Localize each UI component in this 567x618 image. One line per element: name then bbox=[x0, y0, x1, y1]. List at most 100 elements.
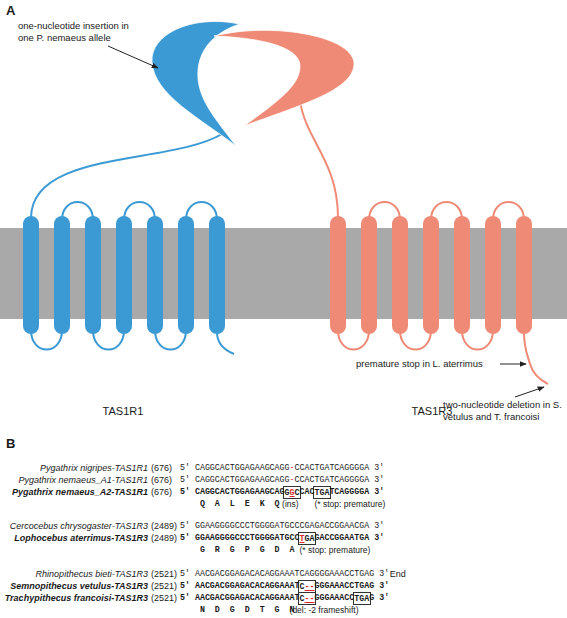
sequence-segment: GACCGGAATGA 3' bbox=[314, 532, 384, 544]
c-terminal-tail bbox=[524, 332, 548, 384]
sequence-position: (2521) bbox=[151, 568, 177, 580]
sequence-segment: 5' AACGACGGAGACACAGGAAATCAGGGGAAACCTGAG … bbox=[180, 568, 389, 580]
codon-text: TGA bbox=[354, 594, 369, 603]
sequence-segment: 5' CAGGCACTGGAGAAGCAGG bbox=[180, 462, 290, 474]
mutated-base: -- bbox=[305, 582, 315, 591]
annotation-note: (del: -2 frameshift) bbox=[290, 604, 359, 616]
amino-acid-sequence: G R G P G D A bbox=[200, 544, 295, 556]
mutated-base: G bbox=[290, 488, 295, 497]
callout-arrow bbox=[500, 364, 526, 365]
sequence-position: (2521) bbox=[151, 580, 177, 592]
callout-text: two-nucleotide deletion in S. vetulus an… bbox=[443, 399, 567, 423]
species-name: Pygathrix nigripes-TAS1R1 bbox=[40, 462, 148, 474]
annotation-note: (* stop: premature) bbox=[300, 544, 371, 556]
intracellular-loop bbox=[338, 330, 369, 350]
sequence-segment: TCAGGGGA 3' bbox=[329, 486, 384, 498]
species-name: Pygathrix nemaeus_A2-TAS1R1 bbox=[12, 486, 148, 498]
sequence-segment: GGGAAACC bbox=[314, 592, 354, 604]
intracellular-loop bbox=[155, 330, 186, 350]
sequence-position: (676) bbox=[151, 462, 172, 474]
extracellular-loop bbox=[431, 202, 462, 220]
species-name: Pygathrix nemaeus_A1-TAS1R1 bbox=[19, 474, 148, 486]
sequence-segment: CCACTGATCAGGGGA 3' bbox=[295, 462, 385, 474]
extracellular-loop bbox=[186, 202, 217, 220]
panel-letter: B bbox=[6, 438, 15, 450]
extracellular-loop bbox=[124, 202, 155, 220]
callout-text: premature stop in L. aterrimus bbox=[356, 358, 483, 370]
sequence-segment: 5' CAGGCACTGGAGAAGCAGG bbox=[180, 474, 290, 486]
receptor-outline bbox=[3, 14, 243, 420]
extracellular-loop bbox=[369, 202, 400, 220]
receptor-shape bbox=[23, 21, 240, 354]
species-name: Lophocebus aterrimus-TAS1R3 bbox=[14, 532, 148, 544]
codon-text: G bbox=[285, 488, 290, 497]
codon-box: C-- bbox=[298, 592, 316, 605]
sequence-segment: 5' GGAAGGGGCCCTGGGGATGCC bbox=[180, 532, 300, 544]
sequence-segment: GGGAAACCTGAG 3' bbox=[314, 580, 389, 592]
transmembrane-helix bbox=[147, 216, 163, 334]
sequence-segment: - bbox=[290, 474, 295, 486]
codon-text: TGA bbox=[314, 488, 329, 497]
species-name: Cercocebus chrysogaster-TAS1R3 bbox=[10, 520, 148, 532]
extracellular-loop bbox=[493, 202, 524, 220]
sequence-segment: CCACTGATCAGGGGA 3' bbox=[295, 474, 385, 486]
codon-text: C bbox=[300, 582, 305, 591]
panel-letter: A bbox=[6, 5, 15, 17]
intracellular-loop bbox=[93, 330, 124, 350]
codon-box: TGA bbox=[353, 592, 371, 605]
transmembrane-helix bbox=[485, 216, 501, 334]
transmembrane-helix bbox=[23, 216, 39, 334]
transmembrane-helix bbox=[54, 216, 70, 334]
species-name: Rhinopithecus bieti-TAS1R3 bbox=[36, 568, 148, 580]
receptor-shape bbox=[214, 30, 548, 384]
codon-text: C bbox=[300, 594, 305, 603]
callout-arrow bbox=[515, 387, 544, 397]
callout-text: one-nucleotide insertion in one P. nemae… bbox=[18, 20, 138, 44]
codon-text: GA bbox=[305, 534, 315, 543]
n-terminus bbox=[300, 100, 338, 218]
transmembrane-helix bbox=[392, 216, 408, 334]
sequence-segment: 5' AACGACGGAGACACAGGAAAT bbox=[180, 580, 300, 592]
species-name: Semnopithecus vetulus-TAS1R3 bbox=[10, 580, 148, 592]
sequence-position: (2489) bbox=[151, 532, 177, 544]
sequence-position: (2489) bbox=[151, 520, 177, 532]
sequence-segment: CAC bbox=[300, 486, 315, 498]
transmembrane-helix bbox=[85, 216, 101, 334]
sequence-segment: 5' AACGACGGAGACACAGGAAAT bbox=[180, 592, 300, 604]
intracellular-loop bbox=[400, 330, 431, 350]
venus-flytrap-domain bbox=[214, 30, 354, 126]
mutated-base: -- bbox=[305, 594, 315, 603]
end-marker: End bbox=[390, 568, 406, 580]
amino-acid-sequence: N D G D T G N bbox=[200, 604, 295, 616]
sequence-position: (676) bbox=[151, 474, 172, 486]
species-name: Trachypithecus francoisi-TAS1R3 bbox=[5, 592, 148, 604]
transmembrane-helix bbox=[116, 216, 132, 334]
amino-acid-sequence: Q A L E K Q bbox=[200, 498, 280, 510]
sequence-segment: 5' CAGGCACTGGAGAAGCAG bbox=[180, 486, 285, 498]
transmembrane-helix bbox=[209, 216, 225, 334]
transmembrane-helix bbox=[454, 216, 470, 334]
transmembrane-helix bbox=[330, 216, 346, 334]
intracellular-loop bbox=[462, 330, 493, 350]
sequence-segment: G 3' bbox=[369, 592, 389, 604]
intracellular-loop bbox=[31, 330, 62, 350]
transmembrane-helix bbox=[516, 216, 532, 334]
annotation-note: (* stop: premature) bbox=[314, 498, 385, 510]
codon-box: TGA bbox=[313, 486, 331, 499]
sequence-position: (676) bbox=[151, 486, 172, 498]
codon-box: GGC bbox=[283, 486, 301, 499]
transmembrane-helix bbox=[423, 216, 439, 334]
codon-text: C bbox=[295, 488, 300, 497]
sequence-position: (2521) bbox=[151, 592, 177, 604]
venus-flytrap-domain bbox=[152, 21, 240, 146]
mutated-base: T bbox=[300, 534, 305, 543]
receptor-name: TAS1R1 bbox=[3, 405, 243, 418]
c-terminal-tail bbox=[217, 332, 234, 354]
callout-arrow bbox=[108, 46, 158, 68]
sequence-segment: 5' GGAAGGGGCCCTGGGGATGCCCGAGACCGGAACGA 3… bbox=[180, 520, 384, 532]
sequence-segment: - bbox=[290, 462, 295, 474]
transmembrane-helix bbox=[178, 216, 194, 334]
